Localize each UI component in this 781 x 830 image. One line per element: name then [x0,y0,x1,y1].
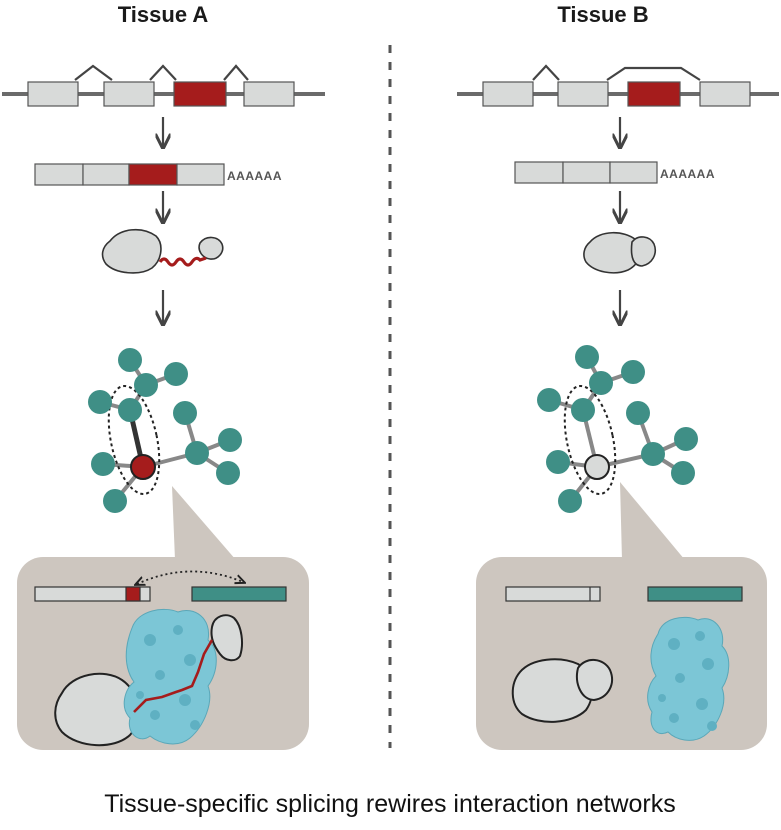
circle-node-icon [546,450,570,474]
hub-node-unspliced [584,454,610,480]
circle-node-icon [103,489,127,513]
circle-node-icon [164,362,188,386]
highlight-ellipse [107,384,161,496]
tissue-a-gene [2,64,325,107]
interactor-bar [647,586,743,602]
circle-node-icon [91,452,115,476]
circle-node-icon [571,398,595,422]
protein-domain-large [511,658,594,723]
circle-node-icon [537,388,561,412]
interactor-bar [191,586,287,602]
exon-4 [243,81,295,107]
protein-domain-small [576,659,613,702]
circle-node-icon [674,427,698,451]
circle-node-icon [621,360,645,384]
tissue-b-mrna: AAAAAA [514,161,715,184]
circle-node-icon [173,401,197,425]
circle-node-icon [589,371,613,395]
hub-node-spliced [130,454,156,480]
interactor-protein-surface [123,608,217,745]
tissue-b-zoom-panel [476,482,767,750]
circle-node-icon [118,348,142,372]
tissue-a-title: Tissue A [118,2,209,27]
alternative-exon-mrna [128,163,178,186]
circle-node-icon [185,441,209,465]
polya-tail: AAAAAA [227,169,282,183]
circle-node-icon [216,461,240,485]
polya-tail: AAAAAA [660,167,715,181]
alternative-exon-bar [125,586,141,602]
exon-1 [482,81,534,107]
tissue-b-network [537,345,698,513]
tissue-b-gene [457,64,779,107]
exon-4 [699,81,751,107]
figure-caption: Tissue-specific splicing rewires interac… [104,790,676,818]
tissue-b-protein [583,231,657,274]
circle-node-icon [134,373,158,397]
circle-node-icon [626,401,650,425]
circle-node-icon [575,345,599,369]
circle-node-icon [88,390,112,414]
circle-node-icon [558,489,582,513]
alternative-exon-linker [158,256,207,267]
protein-bar [505,586,601,602]
alternative-exon [627,81,681,107]
circle-node-icon [218,428,242,452]
alternative-exon-linker [133,639,214,713]
circle-node-icon [671,461,695,485]
circle-node-icon [641,442,665,466]
protein-bar [34,586,151,602]
protein-domain-small [210,614,243,662]
exon-1 [27,81,79,107]
protein-domain-large [54,672,140,747]
tissue-a-mrna: AAAAAA [34,163,282,186]
tissue-b-title: Tissue B [557,2,648,27]
exon-2 [103,81,155,107]
tissue-a-network [88,348,242,513]
tissue-a-protein [101,228,224,274]
alternative-exon [173,81,227,107]
exon-2 [557,81,609,107]
interactor-protein-surface [647,616,730,741]
circle-node-icon [118,398,142,422]
tissue-a-zoom-panel [17,486,309,750]
